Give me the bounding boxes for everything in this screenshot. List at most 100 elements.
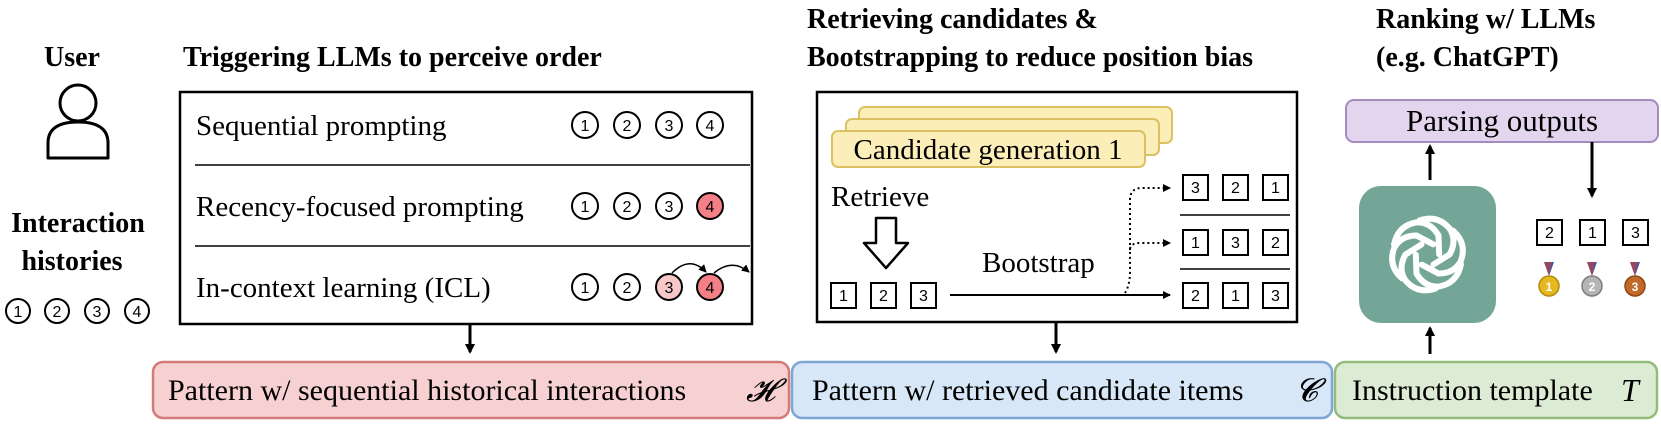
- svg-text:3: 3: [919, 288, 928, 305]
- order-item: 2: [613, 273, 641, 301]
- order-item-light-highlighted: 3: [655, 273, 683, 301]
- icl-curve-arrow: [713, 264, 750, 274]
- retrieved-item: 2: [870, 282, 897, 309]
- svg-text:2: 2: [1589, 280, 1596, 294]
- svg-text:2: 2: [1545, 225, 1554, 242]
- bootstrap-item: 1: [1262, 174, 1289, 201]
- instruction-template-symbol: T: [1621, 372, 1641, 408]
- svg-text:1: 1: [1588, 225, 1597, 242]
- svg-text:2: 2: [53, 304, 62, 321]
- svg-text:1: 1: [581, 118, 590, 135]
- svg-text:2: 2: [1231, 180, 1240, 197]
- icl-curve-arrow: [671, 263, 707, 274]
- in-context-learning-row: In-context learning (ICL) 1 2 3 4: [196, 263, 750, 304]
- svg-text:4: 4: [706, 118, 715, 135]
- retrieve-label: Retrieve: [831, 181, 929, 213]
- instruction-template: Instruction template T: [1333, 360, 1659, 420]
- bronze-medal-icon: 3: [1624, 262, 1646, 297]
- order-section-title: Triggering LLMs to perceive order: [183, 42, 602, 73]
- user-history-items: 1 2 3 4: [5, 298, 150, 324]
- ranking-section: Ranking w/ LLMs (e.g. ChatGPT) Parsing o…: [1345, 4, 1659, 354]
- order-item: 1: [571, 111, 599, 139]
- svg-text:3: 3: [1271, 288, 1280, 305]
- svg-text:3: 3: [665, 199, 674, 216]
- svg-text:2: 2: [1271, 235, 1280, 252]
- silver-medal-icon: 2: [1581, 262, 1603, 297]
- history-item: 1: [5, 298, 31, 324]
- svg-text:3: 3: [93, 304, 102, 321]
- order-box: [178, 90, 754, 326]
- svg-text:2: 2: [1191, 288, 1200, 305]
- interaction-histories-label-line1: Interaction: [11, 208, 145, 239]
- svg-text:2: 2: [879, 288, 888, 305]
- retrieve-section-title-line1: Retrieving candidates &: [807, 4, 1098, 35]
- order-item: 2: [613, 111, 641, 139]
- svg-text:4: 4: [706, 280, 715, 297]
- order-item: 4: [696, 111, 724, 139]
- parsing-outputs-label: Parsing outputs: [1406, 103, 1598, 138]
- svg-text:3: 3: [1231, 235, 1240, 252]
- bootstrap-row: 3 2 1: [1182, 174, 1289, 201]
- history-item: 4: [124, 298, 150, 324]
- history-item: 2: [44, 298, 70, 324]
- svg-text:3: 3: [1631, 225, 1640, 242]
- retrieved-items: 1 2 3: [830, 282, 937, 309]
- svg-text:4: 4: [706, 199, 715, 216]
- order-item-highlighted: 4: [696, 192, 724, 220]
- bootstrap-label: Bootstrap: [982, 247, 1095, 279]
- svg-text:1: 1: [14, 304, 23, 321]
- pattern-candidate-label: Pattern w/ retrieved candidate items: [812, 374, 1244, 407]
- svg-text:4: 4: [133, 304, 142, 321]
- recency-focused-prompting-row: Recency-focused prompting 1 2 3 4: [196, 191, 724, 223]
- bootstrap-row: 1 3 2: [1182, 229, 1289, 256]
- svg-text:1: 1: [1271, 180, 1280, 197]
- pattern-boxes: Pattern w/ sequential historical interac…: [151, 360, 1659, 420]
- retrieve-down-arrow: [862, 216, 910, 270]
- sequential-prompting-label: Sequential prompting: [196, 110, 447, 142]
- bootstrap-item: 3: [1222, 229, 1249, 256]
- svg-text:1: 1: [581, 199, 590, 216]
- bootstrap-dotted-arrow: [1124, 239, 1171, 294]
- retrieved-item: 3: [910, 282, 937, 309]
- recency-focused-prompting-label: Recency-focused prompting: [196, 191, 524, 223]
- svg-text:1: 1: [581, 280, 590, 297]
- svg-text:3: 3: [1191, 180, 1200, 197]
- bootstrap-item: 2: [1182, 282, 1209, 309]
- bootstrap-item: 1: [1222, 282, 1249, 309]
- ranked-item: 2: [1536, 219, 1563, 246]
- order-item-highlighted: 4: [696, 273, 724, 301]
- order-item: 3: [655, 111, 683, 139]
- retrieved-item: 1: [830, 282, 857, 309]
- user-title: User: [44, 42, 100, 73]
- instruction-template-label: Instruction template: [1352, 374, 1593, 407]
- svg-text:3: 3: [1632, 280, 1639, 294]
- svg-text:3: 3: [665, 118, 674, 135]
- svg-text:2: 2: [623, 199, 632, 216]
- ranking-section-title-line1: Ranking w/ LLMs: [1376, 4, 1595, 35]
- ranking-section-title-line2: (e.g. ChatGPT): [1376, 42, 1559, 73]
- user-icon: [46, 83, 110, 160]
- svg-text:2: 2: [623, 280, 632, 297]
- sequential-prompting-row: Sequential prompting 1 2 3 4: [196, 110, 724, 142]
- pattern-candidate-items: Pattern w/ retrieved candidate items 𝓒: [790, 360, 1334, 420]
- bootstrap-item: 3: [1262, 282, 1289, 309]
- pattern-historical-interactions: Pattern w/ sequential historical interac…: [151, 360, 791, 420]
- in-context-learning-label: In-context learning (ICL): [196, 272, 491, 304]
- bootstrap-item: 1: [1182, 229, 1209, 256]
- order-item: 2: [613, 192, 641, 220]
- svg-text:2: 2: [623, 118, 632, 135]
- candidate-generation-stack: Candidate generation 1: [831, 106, 1173, 168]
- user-column: User Interaction histories 1 2 3 4: [5, 42, 150, 324]
- gold-medal-icon: 1: [1538, 262, 1560, 297]
- retrieve-section: Retrieving candidates & Bootstrapping to…: [807, 4, 1299, 354]
- svg-text:1: 1: [1546, 280, 1553, 294]
- parsing-outputs-box: [1345, 99, 1659, 143]
- svg-text:1: 1: [1231, 288, 1240, 305]
- bootstrap-row: 2 1 3: [1182, 282, 1289, 309]
- bootstrap-item: 3: [1182, 174, 1209, 201]
- bootstrap-item: 2: [1222, 174, 1249, 201]
- svg-text:3: 3: [665, 280, 674, 297]
- bootstrap-item: 2: [1262, 229, 1289, 256]
- ranked-item: 3: [1622, 219, 1649, 246]
